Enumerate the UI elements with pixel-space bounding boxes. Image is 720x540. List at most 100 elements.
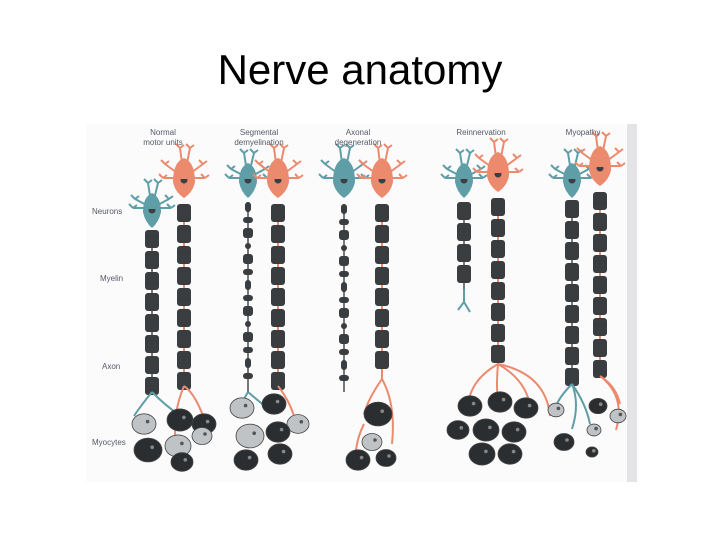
segmental-myocyte (230, 398, 254, 418)
reinnervation-myocyte (458, 396, 482, 416)
axonal-teal-myelin-segment (339, 230, 349, 240)
axonal-myocyte-nucleus (373, 438, 377, 442)
normal-myocyte (132, 414, 156, 434)
reinnervation-salmon-myelin-segment (491, 261, 505, 279)
normal-teal-myelin-segment (145, 356, 159, 374)
normal-myocyte-nucleus (150, 445, 154, 449)
axonal-myocyte-nucleus (360, 456, 364, 460)
nerve-anatomy-figure: Neurons Myelin Axon Myocytes Normal moto… (86, 124, 637, 482)
axonal-myocyte (364, 402, 392, 426)
segmental-myocyte-nucleus (276, 400, 280, 404)
myopathy-myocyte-nucleus (619, 413, 623, 417)
normal-teal-myelin-segment (145, 293, 159, 311)
myopathy-myocyte-nucleus (565, 438, 569, 442)
normal-salmon-myelin-segment (177, 204, 191, 222)
reinnervation-myocyte-nucleus (516, 428, 520, 432)
normal-teal-myelin-segment (145, 251, 159, 269)
reinnervation-salmon-myelin-segment (491, 219, 505, 237)
normal-teal-myelin-segment (145, 230, 159, 248)
myopathy-teal-myelin-segment (565, 368, 579, 386)
reinnervation-salmon-myelin-segment (491, 324, 505, 342)
segmental-myocyte-nucleus (244, 404, 248, 408)
myopathy-salmon-myelin-segment (593, 192, 607, 210)
axonal-salmon-myelin-segment (375, 225, 389, 243)
myopathy-teal-myelin-segment (565, 326, 579, 344)
myopathy-salmon-myelin-segment (593, 276, 607, 294)
axonal-teal-myelin-segment (341, 323, 347, 329)
normal-myocyte-nucleus (206, 420, 210, 424)
segmental-myocyte (266, 422, 290, 442)
axonal-salmon-myelin-segment (375, 351, 389, 369)
reinnervation-myocyte (473, 419, 499, 441)
myopathy-myocyte-nucleus (594, 427, 598, 431)
reinnervation-myocyte (447, 421, 469, 440)
segmental-myocyte-nucleus (282, 450, 286, 454)
myopathy-myocyte (548, 403, 564, 417)
myopathy-teal-myelin-segment (565, 284, 579, 302)
segmental-teal-myelin-segment (243, 254, 253, 264)
axonal-salmon-myelin-segment (375, 288, 389, 306)
segmental-myocyte (234, 450, 258, 470)
nerve-diagram (86, 124, 637, 482)
segmental-teal-myelin-segment (243, 332, 253, 342)
reinnervation-myocyte-nucleus (512, 450, 516, 454)
axonal-salmon-myelin-segment (375, 246, 389, 264)
myopathy-myocyte (554, 434, 574, 451)
segmental-salmon-myelin-segment (271, 246, 285, 264)
segmental-teal-myelin-segment (245, 321, 251, 327)
segmental-teal-myelin-segment (245, 202, 251, 212)
reinnervation-myocyte-nucleus (460, 426, 464, 430)
segmental-salmon-myelin-segment (271, 225, 285, 243)
reinnervation-myocyte-nucleus (488, 426, 492, 430)
normal-myocyte-nucleus (180, 442, 184, 446)
segmental-myocyte-nucleus (252, 431, 256, 435)
myopathy-salmon-myelin-segment (593, 255, 607, 273)
axonal-salmon-myelin-segment (375, 309, 389, 327)
row-label-axon: Axon (102, 362, 120, 371)
axonal-myocyte (376, 450, 396, 467)
axonal-teal-myelin-segment (341, 360, 347, 370)
normal-myocyte (171, 453, 193, 472)
myopathy-myocyte (586, 447, 598, 457)
column-label-segmental: Segmental demyelination (214, 128, 304, 148)
reinnervation-salmon-myelin-segment (491, 282, 505, 300)
normal-salmon-myelin-segment (177, 309, 191, 327)
slide-title: Nerve anatomy (0, 44, 720, 96)
column-label-myopathy: Myopathy (538, 128, 628, 138)
segmental-teal-myelin-segment (243, 306, 253, 316)
myopathy-teal-myelin-segment (565, 242, 579, 260)
axonal-myocyte (362, 434, 382, 451)
myopathy-teal-myelin-segment (565, 347, 579, 365)
segmental-teal-myelin-segment (245, 358, 251, 368)
axonal-salmon-myelin-segment (375, 204, 389, 222)
normal-myocyte-nucleus (146, 420, 150, 424)
myopathy-teal-myelin-segment (565, 221, 579, 239)
row-label-myocytes: Myocytes (92, 438, 126, 447)
myopathy-myocyte (587, 424, 601, 436)
reinnervation-myocyte-nucleus (502, 398, 506, 402)
myopathy-myocyte-nucleus (592, 449, 596, 453)
normal-salmon-myelin-segment (177, 267, 191, 285)
segmental-teal-myelin-segment (243, 347, 253, 353)
reinnervation-myocyte (498, 444, 522, 464)
axonal-myocyte-nucleus (380, 409, 384, 413)
segmental-salmon-myelin-segment (271, 309, 285, 327)
normal-teal-myelin-segment (145, 335, 159, 353)
reinnervation-myocyte-nucleus (472, 402, 476, 406)
reinnervation-myocyte-nucleus (484, 450, 488, 454)
myopathy-myocyte (589, 398, 607, 413)
myopathy-salmon-myelin-segment (593, 234, 607, 252)
segmental-teal-myelin-segment (243, 217, 253, 223)
segmental-myocyte-nucleus (300, 420, 304, 424)
axonal-teal-myelin-segment (341, 245, 347, 251)
normal-salmon-myelin-segment (177, 330, 191, 348)
segmental-salmon-myelin-segment (271, 288, 285, 306)
myopathy-salmon-myelin-segment (593, 339, 607, 357)
segmental-myocyte (268, 444, 292, 464)
axonal-teal-myelin-segment (339, 271, 349, 277)
normal-myocyte (192, 428, 212, 445)
normal-teal-myelin-segment (145, 272, 159, 290)
column-label-normal: Normal motor units (118, 128, 208, 148)
axonal-teal-myelin-segment (341, 282, 347, 292)
normal-myocyte-nucleus (203, 432, 207, 436)
